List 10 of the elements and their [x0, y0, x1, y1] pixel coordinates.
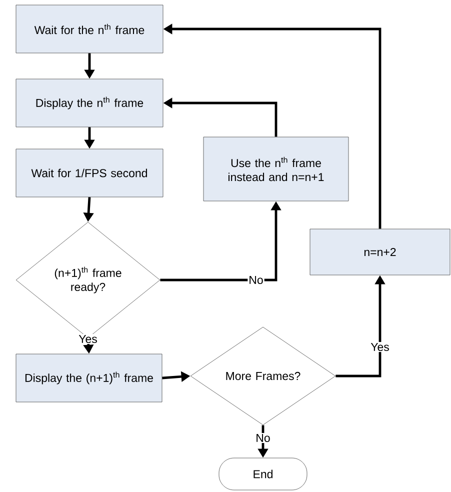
process-box: n=n+2 [310, 228, 450, 276]
process-box: Wait for the n$^{th}$ frame [16, 4, 164, 54]
process-box: Use the n$^{th}$ frame instead and n=n+1 [203, 136, 349, 202]
edge-label: No [254, 433, 272, 444]
edge-label: Yes [78, 334, 98, 344]
process-box: Display the n$^{th}$ frame [16, 78, 164, 128]
process-box: Display the (n+1)$^{th}$ frame [16, 354, 162, 402]
edge-label: No [248, 275, 264, 286]
process-box: Wait for 1/FPS second [16, 148, 164, 198]
edge-label: Yes [370, 342, 390, 352]
